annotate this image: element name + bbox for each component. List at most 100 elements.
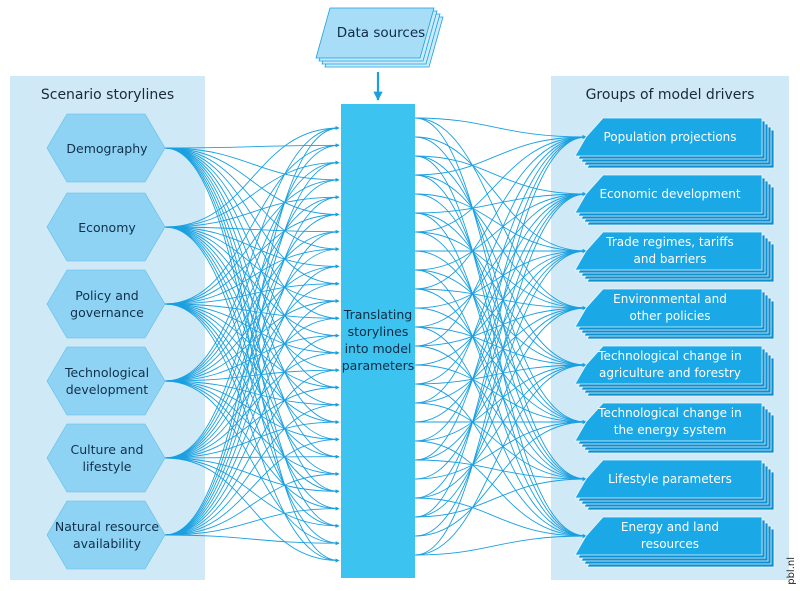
storyline-label-demography: Demography (66, 140, 148, 156)
flow-arrow-left (164, 143, 340, 149)
flow-arrow-right (414, 440, 587, 538)
flow-arrow-left (164, 264, 340, 382)
flow-arrow-left (164, 303, 340, 563)
storyline-hexagon (46, 192, 166, 262)
flow-arrow-left (164, 303, 340, 321)
flow-arrow-right (414, 269, 587, 538)
flow-arrow-right (414, 231, 587, 481)
flow-arrow-left (164, 178, 340, 459)
flow-arrow-left (164, 303, 340, 355)
flow-arrow-left (164, 226, 340, 546)
flow-arrow-left (164, 178, 340, 305)
flow-arrow-left (164, 147, 340, 251)
center-process-label: Translating storylines into model parame… (341, 307, 415, 373)
driver-label-economic: Economic development (599, 186, 741, 201)
flow-arrow-left (164, 147, 340, 390)
flow-arrow-left (164, 264, 340, 536)
flow-arrow-right (414, 174, 587, 310)
flow-arrow-left (164, 160, 340, 228)
driver-box-layer (574, 117, 763, 157)
storyline-hexagon (46, 113, 166, 183)
flow-arrow-right (414, 307, 587, 424)
flow-arrow-left (164, 303, 340, 494)
flow-arrow-left (164, 147, 340, 286)
flow-arrow-left (164, 316, 340, 459)
driver-label-population: Population projections (603, 129, 737, 144)
flow-arrow-left (164, 247, 340, 459)
flow-arrow-left (164, 147, 340, 355)
storyline-hexagon (46, 500, 166, 570)
flow-arrow-left (164, 195, 340, 382)
storyline-hexagon (46, 269, 166, 339)
flow-arrow-left (164, 457, 340, 494)
flow-arrow-left (164, 281, 340, 459)
storyline-label-resources: Natural resource availability (54, 519, 160, 551)
flow-arrow-left (164, 303, 340, 459)
driver-box-layer (574, 288, 763, 328)
flow-arrow-left (164, 351, 340, 459)
driver-box-layer (574, 174, 763, 214)
flow-arrow-right (414, 212, 587, 538)
driver-label-tech-agriculture: Technological change in agriculture and … (598, 349, 742, 380)
flow-arrow-left (164, 380, 340, 407)
storyline-hexagon (46, 423, 166, 493)
flow-arrow-left (164, 303, 340, 424)
flow-arrow-left (164, 457, 340, 528)
storyline-label-technology: Technological development (64, 365, 150, 397)
flow-arrow-left (164, 281, 340, 305)
flow-arrow-left (164, 247, 340, 305)
flow-arrow-left (164, 160, 340, 536)
flow-arrow-right (414, 155, 587, 367)
flow-arrow-right (414, 117, 587, 139)
flow-arrow-left (164, 380, 340, 442)
storyline-label-economy: Economy (78, 219, 136, 235)
flow-arrow-right (414, 345, 587, 481)
flow-arrow-left (164, 457, 340, 563)
flow-arrow-right (414, 193, 587, 253)
flow-arrow-right (414, 212, 587, 367)
flow-arrow-left (164, 380, 340, 476)
flow-arrow-left (164, 212, 340, 305)
flow-arrow-right (414, 269, 587, 367)
flow-arrow-left (164, 299, 340, 536)
driver-box-layer (574, 516, 763, 556)
flow-arrow-right (414, 231, 587, 310)
credit-text: pbl.nl (786, 557, 797, 585)
flow-arrow-left (164, 368, 340, 382)
flow-arrow-right (414, 193, 587, 424)
flow-arrow-right (414, 459, 587, 481)
flow-arrow-left (164, 195, 340, 228)
driver-box-layer (574, 402, 763, 442)
flow-arrow-right (414, 326, 587, 538)
right-panel-title: Groups of model drivers (585, 86, 755, 103)
flow-arrow-right (414, 192, 587, 214)
flow-arrow-left (164, 472, 340, 536)
flow-arrow-left (164, 147, 340, 321)
flow-arrow-left (164, 143, 340, 459)
driver-label-lifestyle: Lifestyle parameters (608, 471, 732, 486)
flow-arrow-left (164, 226, 340, 234)
flow-arrow-right (414, 364, 587, 424)
driver-box-layer (574, 345, 763, 385)
flow-arrow-left (164, 143, 340, 305)
storyline-label-culture: Culture and lifestyle (70, 442, 144, 474)
flow-arrow-left (164, 147, 340, 424)
flow-arrow-right (414, 136, 587, 253)
flow-arrow-left (164, 402, 340, 536)
flow-arrow-right (414, 174, 587, 481)
flow-arrow-left (164, 229, 340, 536)
driver-label-tech-energy: Technological change in the energy syste… (598, 406, 742, 437)
flow-arrow-left (164, 303, 340, 390)
data-sources-sheet (315, 7, 435, 59)
driver-label-trade: Trade regimes, tariffs and barriers (606, 235, 734, 266)
flow-arrow-left (164, 226, 340, 269)
flow-arrow-right (414, 288, 587, 481)
data-sources-label: Data sources (336, 24, 426, 41)
flow-arrow-left (164, 303, 340, 528)
driver-label-energy-land: Energy and land resources (620, 520, 720, 551)
flow-arrow-left (164, 212, 340, 459)
flow-arrow-right (414, 383, 587, 538)
flow-arrow-right (414, 402, 587, 481)
